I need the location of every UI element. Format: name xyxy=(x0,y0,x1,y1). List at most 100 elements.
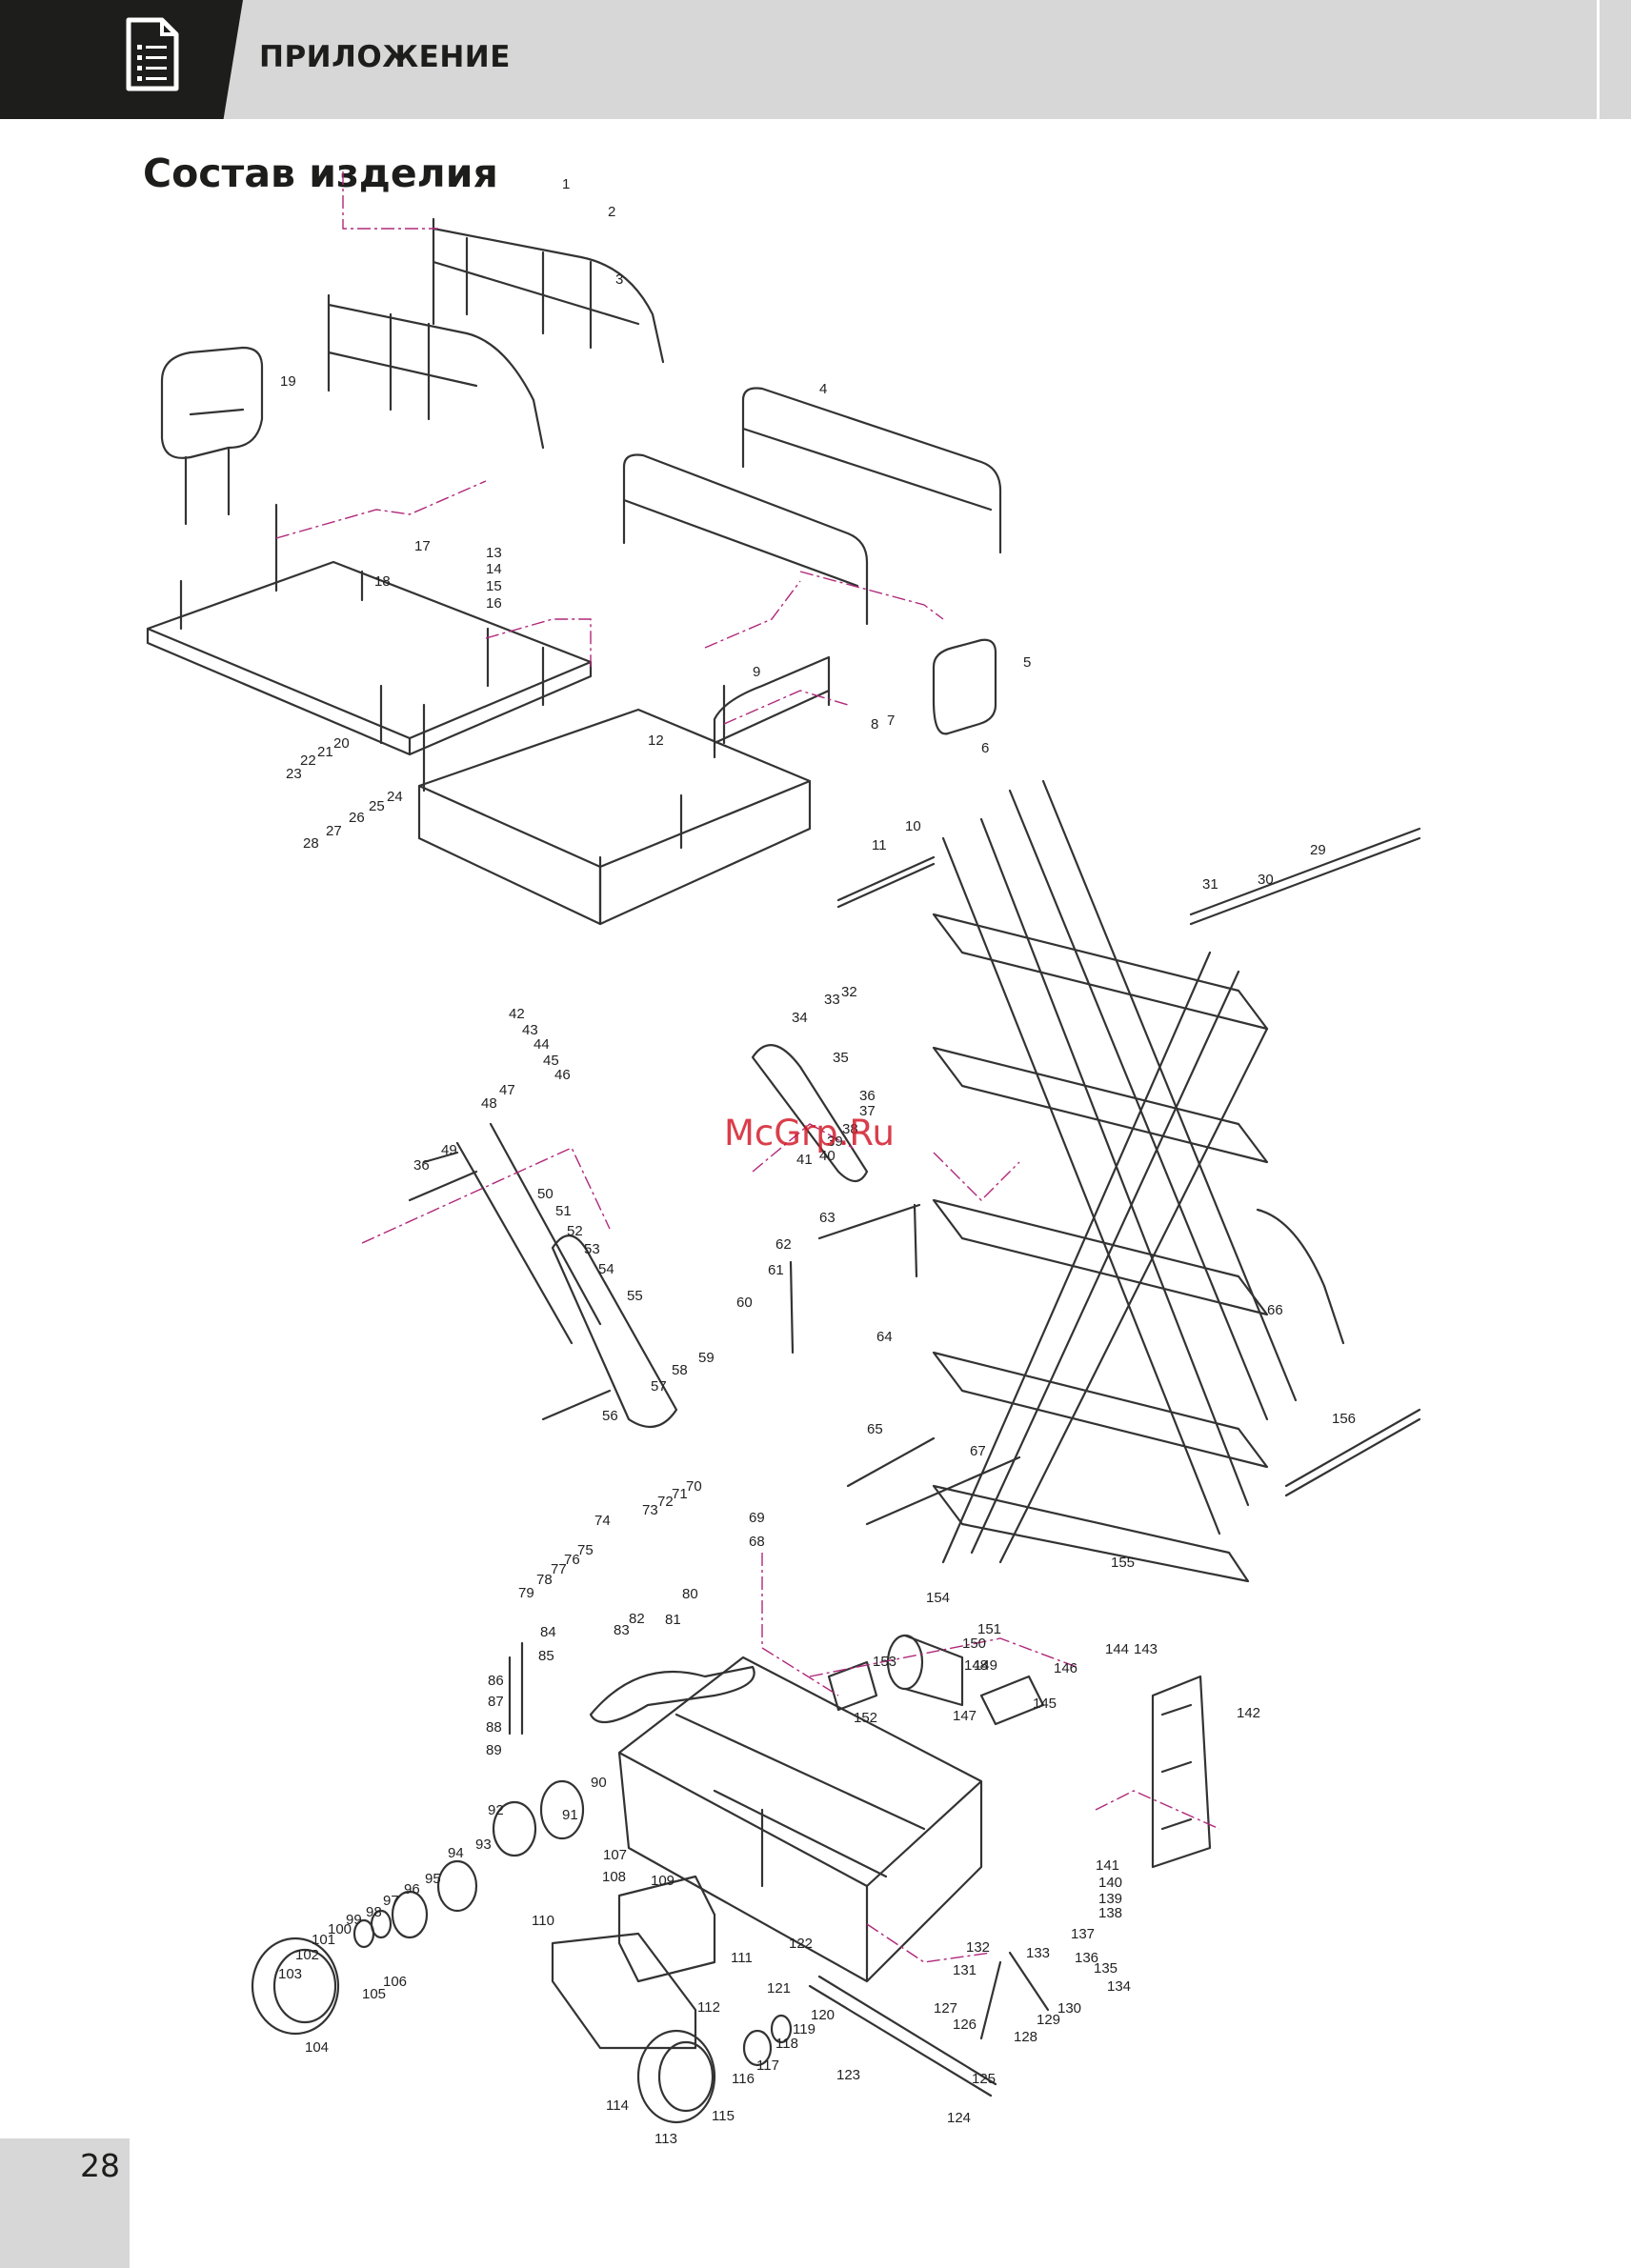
part-callout-95: 95 xyxy=(425,1871,441,1887)
part-callout-152: 152 xyxy=(854,1710,877,1726)
part-callout-20: 20 xyxy=(333,735,350,752)
part-callout-28: 28 xyxy=(303,835,319,852)
part-callout-115: 115 xyxy=(712,2108,735,2124)
part-callout-142: 142 xyxy=(1237,1705,1260,1721)
part-callout-82: 82 xyxy=(629,1611,645,1627)
part-callout-123: 123 xyxy=(836,2067,860,2083)
part-callout-144: 144 xyxy=(1105,1641,1129,1657)
part-callout-147: 147 xyxy=(953,1708,977,1724)
part-callout-110: 110 xyxy=(532,1913,554,1929)
part-callout-37: 37 xyxy=(859,1103,876,1119)
part-callout-63: 63 xyxy=(819,1210,836,1226)
part-callout-92: 92 xyxy=(488,1802,504,1818)
part-callout-38: 38 xyxy=(842,1121,858,1137)
part-callout-16: 16 xyxy=(486,595,502,612)
page-number-tab xyxy=(0,2138,130,2268)
part-callout-17: 17 xyxy=(414,538,431,554)
part-callout-78: 78 xyxy=(536,1572,553,1588)
part-callout-87: 87 xyxy=(488,1694,504,1710)
part-callout-6: 6 xyxy=(981,740,989,756)
part-callout-100: 100 xyxy=(328,1921,352,1937)
part-callout-137: 137 xyxy=(1071,1926,1095,1942)
watermark-text: McGrp.Ru xyxy=(724,1113,895,1154)
part-callout-3: 3 xyxy=(615,271,623,288)
part-callout-36: 36 xyxy=(413,1157,430,1174)
part-callout-91: 91 xyxy=(562,1807,578,1823)
part-callout-62: 62 xyxy=(775,1236,792,1253)
part-callout-140: 140 xyxy=(1098,1875,1122,1891)
part-callout-155: 155 xyxy=(1111,1555,1135,1571)
part-callout-102: 102 xyxy=(295,1947,319,1963)
part-callout-156: 156 xyxy=(1332,1411,1356,1427)
part-callout-125: 125 xyxy=(972,2071,996,2087)
header-bar xyxy=(0,0,1631,119)
part-callout-135: 135 xyxy=(1094,1960,1118,1977)
section-title: Состав изделия xyxy=(143,151,498,196)
part-callout-1: 1 xyxy=(562,176,570,192)
part-callout-19: 19 xyxy=(280,373,296,390)
part-callout-99: 99 xyxy=(346,1912,362,1928)
part-callout-60: 60 xyxy=(736,1295,753,1311)
part-callout-46: 46 xyxy=(554,1067,571,1083)
part-callout-27: 27 xyxy=(326,823,342,839)
part-callout-72: 72 xyxy=(657,1494,674,1510)
part-callout-2: 2 xyxy=(608,204,615,220)
part-callout-134: 134 xyxy=(1107,1978,1131,1995)
part-callout-64: 64 xyxy=(876,1329,893,1345)
part-callout-117: 117 xyxy=(756,2057,779,2074)
part-callout-83: 83 xyxy=(614,1622,630,1638)
part-callout-122: 122 xyxy=(789,1936,813,1952)
part-callout-68: 68 xyxy=(749,1534,765,1550)
part-callout-138: 138 xyxy=(1098,1905,1122,1921)
part-callout-151: 151 xyxy=(977,1621,1001,1637)
part-callout-10: 10 xyxy=(905,818,921,834)
part-callout-130: 130 xyxy=(1057,2000,1081,2017)
part-callout-126: 126 xyxy=(953,2017,977,2033)
header-tab xyxy=(0,0,243,119)
part-callout-120: 120 xyxy=(811,2007,835,2023)
part-callout-103: 103 xyxy=(278,1966,302,1982)
part-callout-36: 36 xyxy=(859,1088,876,1104)
part-callout-133: 133 xyxy=(1026,1945,1050,1961)
part-callout-146: 146 xyxy=(1054,1660,1077,1676)
part-callout-80: 80 xyxy=(682,1586,698,1602)
part-callout-143: 143 xyxy=(1134,1641,1158,1657)
part-callout-88: 88 xyxy=(486,1719,502,1736)
part-callout-85: 85 xyxy=(538,1648,554,1664)
part-callout-118: 118 xyxy=(775,2036,798,2052)
part-callout-54: 54 xyxy=(598,1261,614,1277)
part-callout-105: 105 xyxy=(362,1986,386,2002)
part-callout-154: 154 xyxy=(926,1590,950,1606)
part-callout-11: 11 xyxy=(872,837,887,853)
part-callout-71: 71 xyxy=(672,1486,688,1502)
part-callout-116: 116 xyxy=(732,2071,755,2087)
part-callout-127: 127 xyxy=(934,2000,957,2017)
part-callout-39: 39 xyxy=(827,1134,843,1150)
part-callout-106: 106 xyxy=(383,1974,407,1990)
document-list-icon xyxy=(126,17,179,91)
page-number: 28 xyxy=(80,2147,120,2184)
part-callout-67: 67 xyxy=(970,1443,986,1459)
part-callout-55: 55 xyxy=(627,1288,643,1304)
part-callout-4: 4 xyxy=(819,381,827,397)
part-callout-77: 77 xyxy=(551,1561,567,1577)
part-callout-25: 25 xyxy=(369,798,385,814)
part-callout-32: 32 xyxy=(841,984,857,1000)
part-callout-112: 112 xyxy=(697,1999,720,2016)
part-callout-45: 45 xyxy=(543,1053,559,1069)
part-callout-58: 58 xyxy=(672,1362,688,1378)
part-callout-42: 42 xyxy=(509,1006,525,1022)
part-callout-101: 101 xyxy=(312,1932,335,1948)
part-callout-136: 136 xyxy=(1075,1950,1098,1966)
part-callout-145: 145 xyxy=(1033,1696,1057,1712)
part-callout-131: 131 xyxy=(953,1962,977,1978)
part-callout-9: 9 xyxy=(753,664,760,680)
part-callout-18: 18 xyxy=(374,573,391,590)
part-callout-23: 23 xyxy=(286,766,302,782)
part-callout-107: 107 xyxy=(603,1847,627,1863)
header-title: ПРИЛОЖЕНИЕ xyxy=(259,40,511,74)
part-callout-119: 119 xyxy=(793,2021,816,2037)
part-callout-93: 93 xyxy=(475,1836,492,1853)
part-callout-139: 139 xyxy=(1098,1891,1122,1907)
part-callout-13: 13 xyxy=(486,545,502,561)
